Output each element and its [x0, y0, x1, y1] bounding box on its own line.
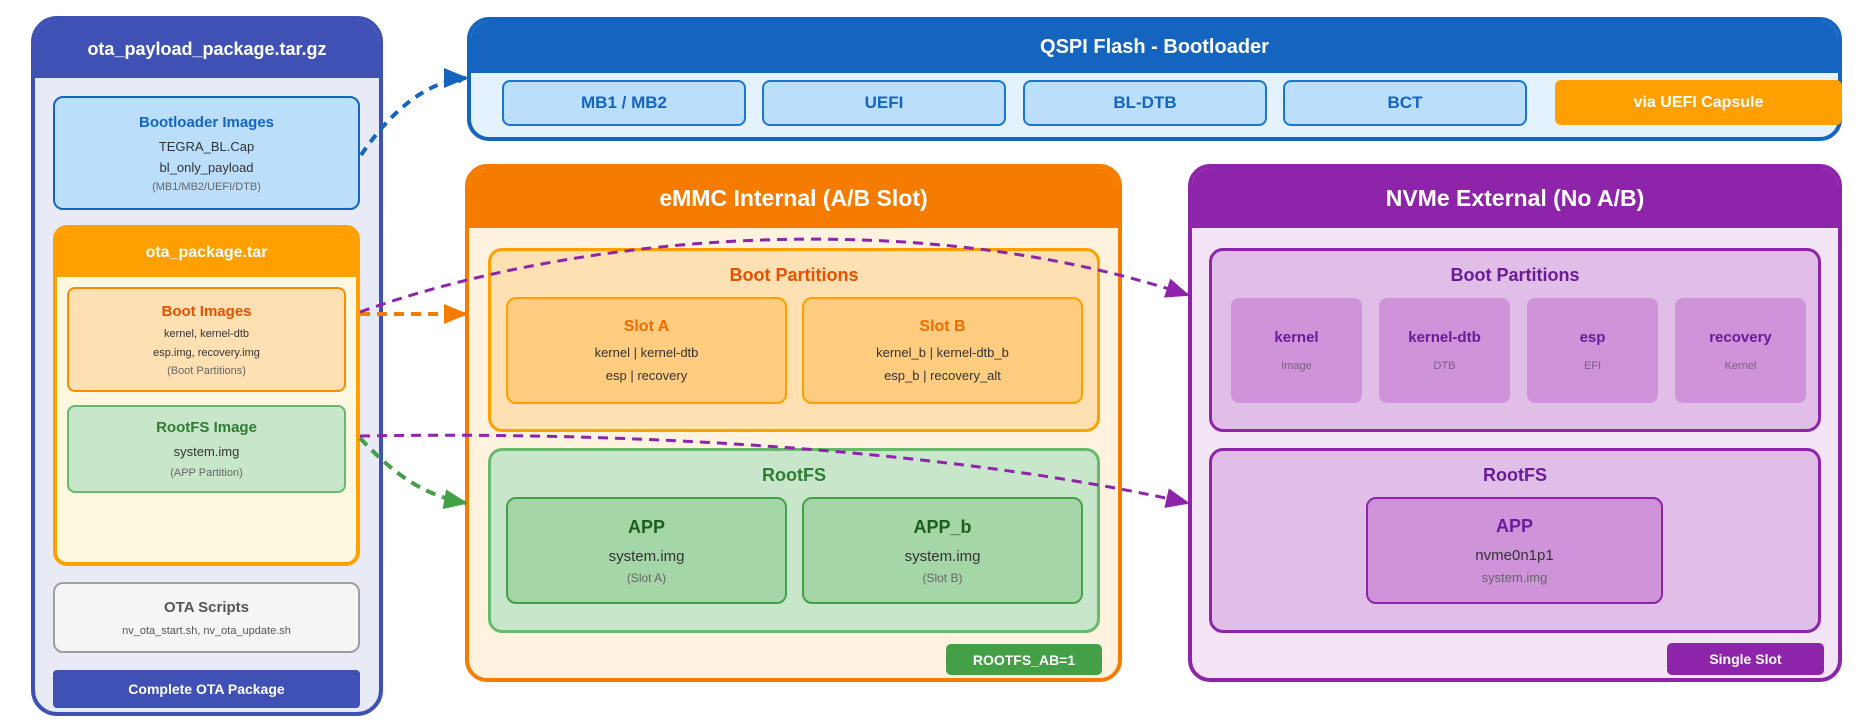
nvme-kernel-partition: kernel Image: [1231, 298, 1362, 403]
nvme-title: NVMe External (No A/B): [1192, 168, 1838, 228]
emmc-boot-partitions-title: Boot Partitions: [729, 264, 859, 285]
slot-b-line2: esp_b | recovery_alt: [884, 368, 1001, 383]
emmc-slot-a: Slot A kernel | kernel-dtb esp | recover…: [506, 297, 787, 404]
single-slot-badge: Single Slot: [1667, 643, 1824, 675]
nvme-kernel-name: kernel: [1274, 329, 1319, 346]
complete-ota-package-label: Complete OTA Package: [53, 670, 360, 708]
boot-images-note: (Boot Partitions): [167, 364, 246, 377]
qspi-title: QSPI Flash - Bootloader: [471, 21, 1838, 73]
boot-images-title: Boot Images: [161, 302, 252, 320]
ota-scripts-title: OTA Scripts: [163, 598, 249, 616]
app-b-note: (Slot B): [922, 570, 963, 585]
nvme-recovery-name: recovery: [1709, 329, 1772, 346]
app-b-line1: system.img: [904, 547, 981, 565]
nvme-boot-partitions-title: Boot Partitions: [1450, 264, 1580, 285]
uefi-capsule-badge: via UEFI Capsule: [1555, 80, 1842, 125]
bootloader-images-title: Bootloader Images: [138, 113, 275, 131]
ota-package-tar-title: ota_package.tar: [57, 229, 356, 277]
app-note: (Slot A): [626, 570, 667, 585]
emmc-slot-b: Slot B kernel_b | kernel-dtb_b esp_b | r…: [802, 297, 1083, 404]
app-line1: system.img: [608, 547, 685, 565]
rootfs-image-line1: system.img: [173, 444, 240, 459]
ota-scripts-box: OTA Scripts nv_ota_start.sh, nv_ota_upda…: [53, 582, 360, 653]
rootfs-ab-badge: ROOTFS_AB=1: [946, 644, 1102, 675]
nvme-esp-sub: EFI: [1583, 360, 1602, 372]
nvme-esp-name: esp: [1579, 329, 1606, 346]
nvme-recovery-partition: recovery Kernel: [1675, 298, 1806, 403]
nvme-kernel-sub: Image: [1281, 360, 1312, 372]
boot-images-line2: esp.img, recovery.img: [153, 346, 260, 359]
bootloader-images-box: Bootloader Images TEGRA_BL.Cap bl_only_p…: [53, 96, 360, 210]
nvme-esp-partition: esp EFI: [1527, 298, 1658, 403]
bootloader-note: (MB1/MB2/UEFI/DTB): [152, 180, 261, 193]
slot-b-title: Slot B: [919, 318, 966, 335]
ota-package-tar-box: ota_package.tar: [53, 225, 360, 566]
nvme-app-line1: nvme0n1p1: [1475, 547, 1554, 564]
bootloader-line2: bl_only_payload: [159, 159, 254, 175]
nvme-recovery-sub: Kernel: [1724, 360, 1757, 372]
nvme-kernel-dtb-sub: DTB: [1433, 360, 1456, 372]
slot-a-title: Slot A: [623, 318, 670, 335]
emmc-rootfs-title: RootFS: [762, 464, 826, 485]
nvme-kernel-dtb-name: kernel-dtb: [1408, 329, 1481, 346]
nvme-kernel-dtb-partition: kernel-dtb DTB: [1379, 298, 1510, 403]
boot-images-box: Boot Images kernel, kernel-dtb esp.img, …: [67, 287, 346, 392]
nvme-app-partition: APP nvme0n1p1 system.img: [1366, 497, 1663, 604]
slot-b-line1: kernel_b | kernel-dtb_b: [876, 345, 1009, 360]
app-title: APP: [627, 516, 665, 537]
nvme-rootfs-title: RootFS: [1483, 464, 1547, 485]
rootfs-image-note: (APP Partition): [170, 467, 243, 479]
qspi-chip-bct: BCT: [1283, 80, 1527, 126]
app-b-title: APP_b: [913, 516, 972, 537]
qspi-chip-mb1-mb2: MB1 / MB2: [502, 80, 746, 126]
qspi-chip-uefi: UEFI: [762, 80, 1006, 126]
slot-a-line2: esp | recovery: [605, 368, 688, 383]
emmc-title: eMMC Internal (A/B Slot): [469, 168, 1118, 228]
nvme-app-title: APP: [1495, 516, 1533, 536]
ota-scripts-line1: nv_ota_start.sh, nv_ota_update.sh: [122, 624, 291, 637]
bootloader-line1: TEGRA_BL.Cap: [158, 138, 255, 154]
slot-a-line1: kernel | kernel-dtb: [594, 345, 699, 360]
package-title: ota_payload_package.tar.gz: [35, 20, 379, 78]
emmc-app-partition: APP system.img (Slot A): [506, 497, 787, 604]
boot-images-line1: kernel, kernel-dtb: [164, 327, 249, 340]
rootfs-image-title: RootFS Image: [156, 419, 257, 436]
arrow-head-qspi: [444, 68, 468, 88]
emmc-app-b-partition: APP_b system.img (Slot B): [802, 497, 1083, 604]
nvme-app-line2: system.img: [1481, 570, 1548, 585]
rootfs-image-box: RootFS Image system.img (APP Partition): [67, 405, 346, 493]
qspi-chip-bl-dtb: BL-DTB: [1023, 80, 1267, 126]
